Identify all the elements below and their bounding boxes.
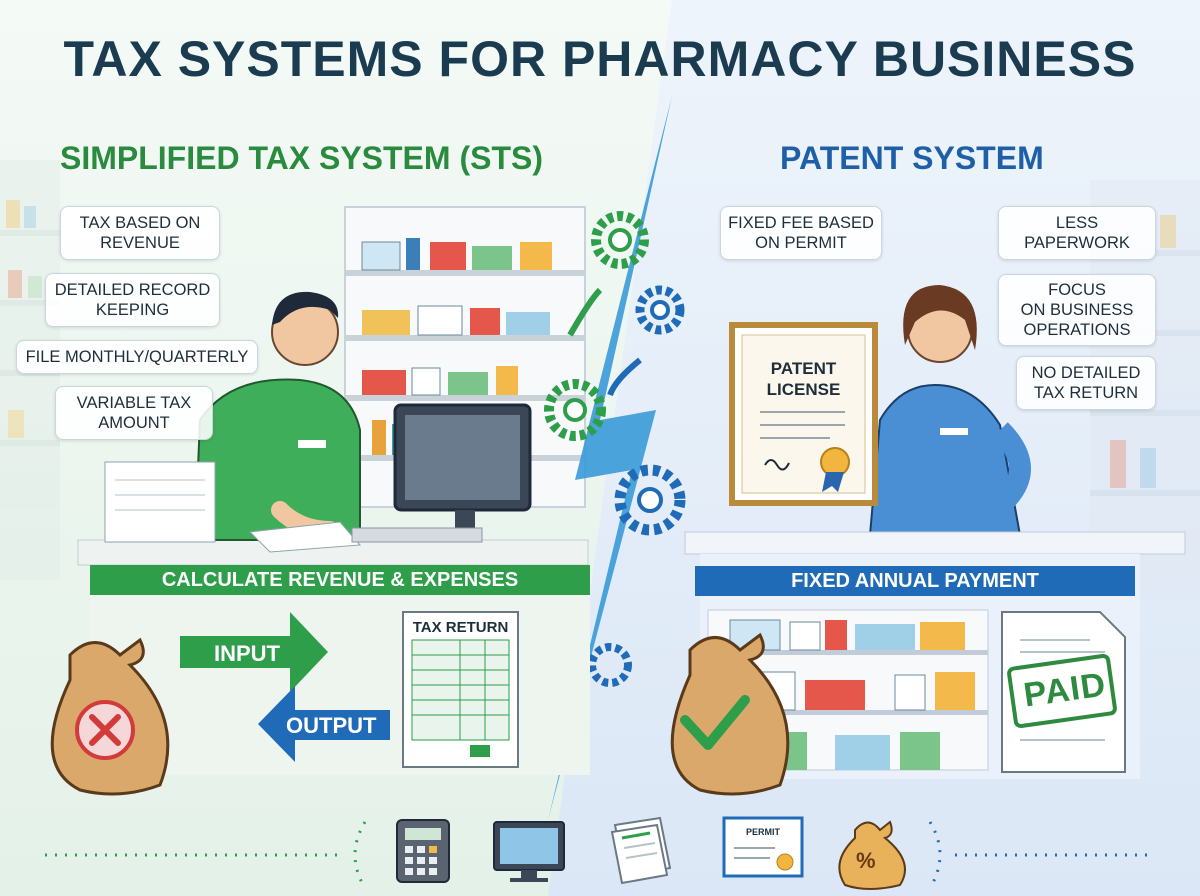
input-label: INPUT [214,641,280,666]
sts-bar-label: CALCULATE REVENUE & EXPENSES [161,568,519,591]
sts-tag-record-keeping: DETAILED RECORD KEEPING [45,273,220,327]
paid-doc-art [1001,611,1126,773]
sts-heading: SIMPLIFIED TAX SYSTEM (STS) [60,140,543,176]
percent-icon-label: % [856,848,876,873]
sts-tag-variable: VARIABLE TAX AMOUNT [55,386,213,440]
page-title: TAX SYSTEMS FOR PHARMACY BUSINESS [63,31,1137,87]
right-pharmacist-art [868,285,1031,536]
calculator-icon [396,819,450,883]
percent-bag-icon [838,820,906,890]
tax-return-doc-art [402,611,519,768]
permit-icon-label: PERMIT [745,827,780,837]
patent-heading: PATENT SYSTEM [780,140,1044,176]
patent-tag-focus: FOCUS ON BUSINESS OPERATIONS [998,274,1156,346]
right-money-bag-art [670,632,790,796]
permit-icon [722,816,804,878]
left-pharmacist-art [104,291,362,553]
patent-tag-fixed-fee: FIXED FEE BASED ON PERMIT [720,206,882,260]
tax-return-title: TAX RETURN [412,619,509,636]
output-label: OUTPUT [286,713,377,738]
monitor-icon [493,821,565,882]
patent-tag-less-paperwork: LESS PAPERWORK [998,206,1156,260]
computer-art [351,403,532,543]
left-money-bag-art [50,637,170,796]
sts-tag-filing: FILE MONTHLY/QUARTERLY [16,340,258,374]
papers-stack-icon [610,816,672,885]
patent-license-text: PATENT LICENSE [766,359,841,399]
patent-tag-no-return: NO DETAILED TAX RETURN [1016,356,1156,410]
sts-tag-revenue: TAX BASED ON REVENUE [60,206,220,260]
input-arrow-shape [180,612,328,692]
patent-bar-label: FIXED ANNUAL PAYMENT [791,569,1039,592]
patent-license-art [729,322,878,506]
output-arrow-shape [258,686,390,762]
